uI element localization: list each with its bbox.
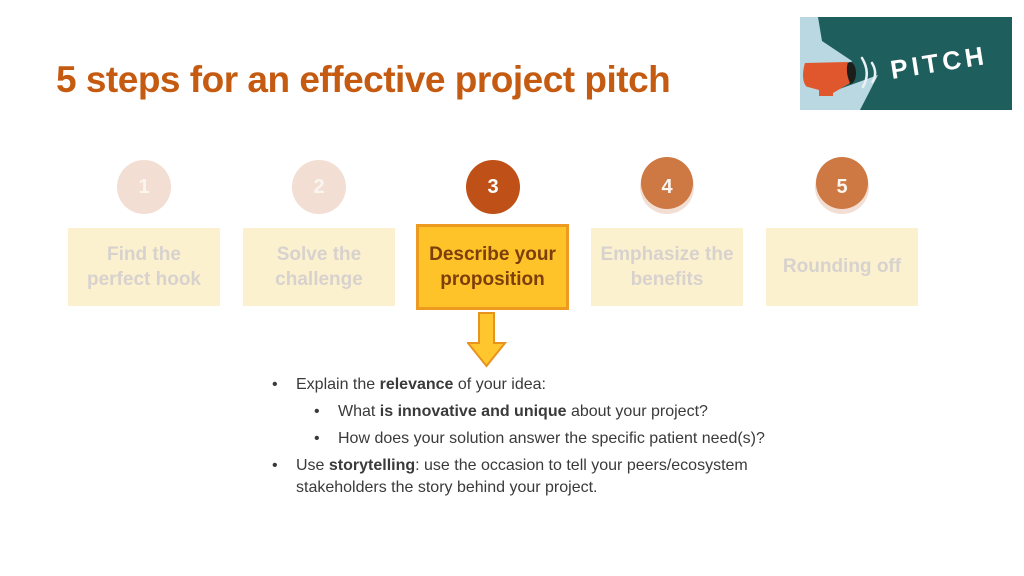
step-5-number: 5: [836, 175, 848, 198]
step-1-circle: 1: [117, 160, 171, 214]
bullet-item: • Explain the relevance of your idea:: [272, 374, 832, 396]
bullet-list: • Explain the relevance of your idea: • …: [272, 374, 832, 504]
page-title: 5 steps for an effective project pitch: [56, 59, 671, 100]
step-3-label: Describe your proposition: [429, 243, 556, 290]
step-2-number: 2: [313, 175, 325, 198]
bullet-text: How does your solution answer the specif…: [338, 430, 765, 447]
bullet-item: • Use storytelling: use the occasion to …: [272, 455, 832, 499]
step-3-number: 3: [487, 175, 499, 198]
badge-burst-shape: [818, 17, 1012, 110]
bullet-marker: •: [314, 403, 320, 420]
step-5-box: Rounding off: [766, 228, 918, 306]
bullet-item: • What is innovative and unique about yo…: [314, 401, 832, 423]
step-4-number: 4: [661, 175, 673, 198]
bullet-item: • How does your solution answer the spec…: [314, 428, 832, 450]
bullet-marker: •: [314, 430, 320, 447]
step-1-label: Find the perfect hook: [86, 243, 202, 290]
step-5-circle: 5: [815, 157, 869, 214]
step-2-label: Solve the challenge: [275, 243, 363, 290]
step-4-box: Emphasize the benefits: [591, 228, 743, 306]
step-2-circle: 2: [292, 160, 346, 214]
sound-waves-icon: [860, 56, 877, 89]
bullet-text: Use storytelling: use the occasion to te…: [296, 457, 748, 496]
step-3-box: Describe your proposition: [416, 224, 569, 310]
bullet-text: Explain the relevance of your idea:: [296, 376, 546, 393]
megaphone-icon: [803, 62, 856, 96]
down-arrow-icon: [467, 312, 507, 368]
step-2-box: Solve the challenge: [243, 228, 395, 306]
step-4-circle: 4: [640, 157, 694, 214]
step-5-label: Rounding off: [782, 256, 902, 278]
step-4-label: Emphasize the benefits: [600, 243, 734, 290]
step-1-number: 1: [138, 175, 150, 198]
step-1-box: Find the perfect hook: [68, 228, 220, 306]
step-3-circle: 3: [466, 160, 520, 214]
bullet-marker: •: [272, 376, 278, 393]
bullet-marker: •: [272, 457, 278, 474]
bullet-text: What is innovative and unique about your…: [338, 403, 708, 420]
pitch-badge: PITCH: [800, 17, 1012, 110]
